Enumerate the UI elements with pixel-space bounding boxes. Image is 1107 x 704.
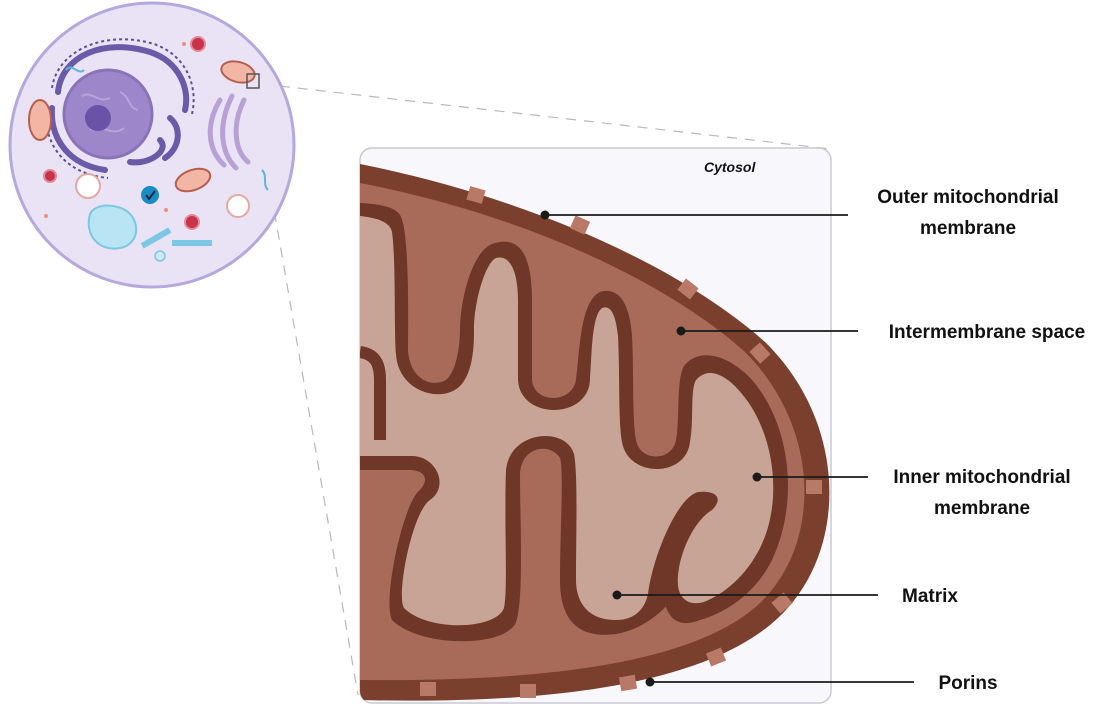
inner-membrane-label-line2: membrane	[934, 498, 1030, 519]
inner-membrane-label-line1: Inner mitochondrial	[893, 467, 1070, 488]
cell-overview	[10, 3, 294, 287]
outer-membrane-label-line1: Outer mitochondrial	[877, 187, 1059, 208]
intermembrane-space-label: Intermembrane space	[889, 322, 1085, 343]
centrosome	[141, 186, 159, 204]
inset-panel: Cytosol	[360, 148, 831, 703]
outer-membrane-label-line2: membrane	[920, 218, 1016, 239]
cytosol-label: Cytosol	[704, 159, 756, 175]
nucleus	[64, 70, 152, 158]
porins-label: Porins	[938, 673, 997, 694]
vacuole	[89, 206, 136, 249]
callout-labels: Outer mitochondrial membrane Intermembra…	[877, 187, 1085, 694]
matrix-label: Matrix	[902, 586, 958, 607]
